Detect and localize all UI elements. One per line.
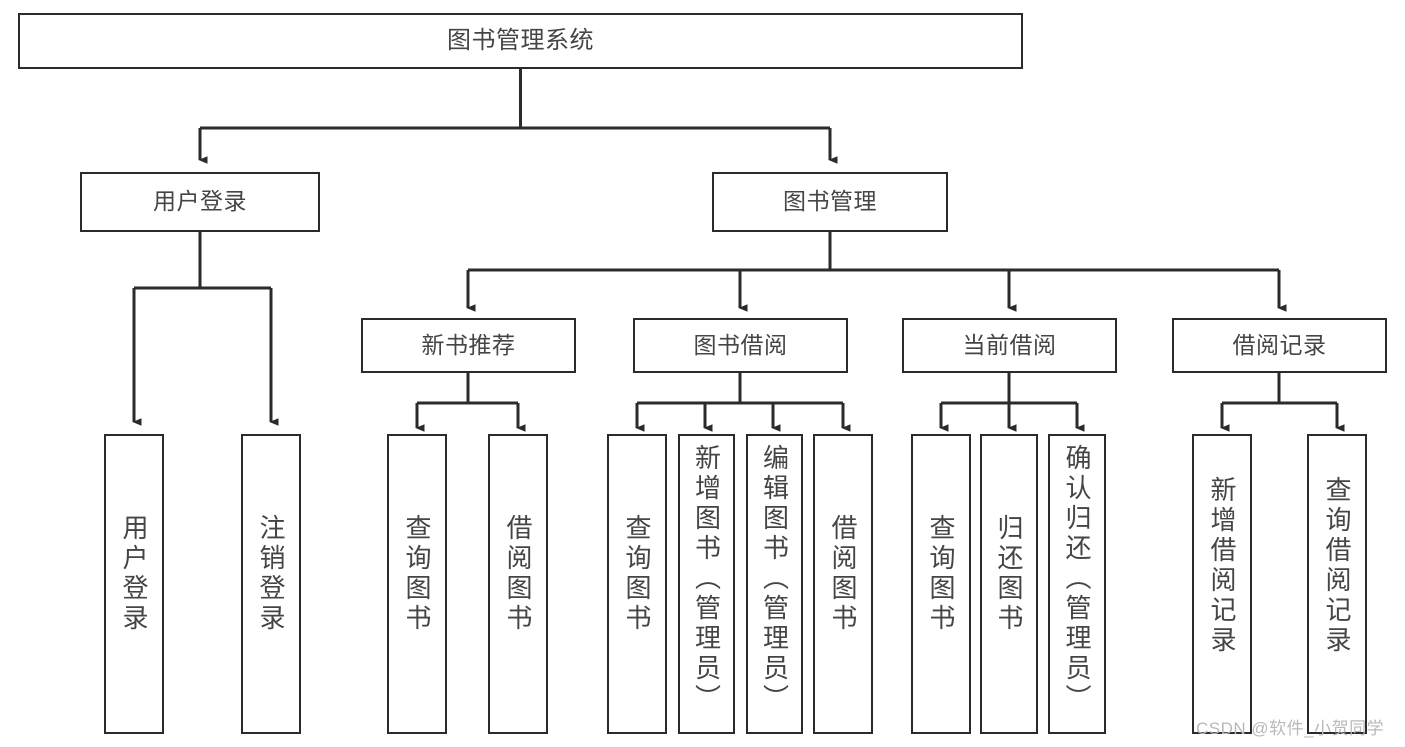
node-leaf-logout-login[interactable]: 注销登录 — [241, 434, 301, 734]
node-label: 借阅图书 — [503, 514, 533, 634]
node-book-management[interactable]: 图书管理 — [712, 172, 948, 232]
node-leaf-query-record[interactable]: 查询借阅记录 — [1307, 434, 1367, 734]
node-leaf-user-login[interactable]: 用户登录 — [104, 434, 164, 734]
node-label: 查询图书 — [926, 514, 956, 634]
node-label: 注销登录 — [256, 514, 286, 634]
node-new-book-recommend[interactable]: 新书推荐 — [361, 318, 576, 373]
node-label: 图书管理系统 — [447, 26, 594, 54]
node-label: 用户登录 — [119, 514, 149, 634]
node-leaf-return-book[interactable]: 归还图书 — [980, 434, 1038, 734]
node-label: 查询图书 — [402, 514, 432, 634]
node-borrow-record[interactable]: 借阅记录 — [1172, 318, 1387, 373]
node-label: 查询借阅记录 — [1322, 476, 1352, 656]
node-leaf-edit-book[interactable]: 编辑图书（管理员） — [746, 434, 803, 734]
node-root-system[interactable]: 图书管理系统 — [18, 13, 1023, 69]
node-label: 图书管理 — [783, 188, 877, 215]
node-leaf-confirm-return[interactable]: 确认归还（管理员） — [1048, 434, 1106, 734]
node-leaf-add-book[interactable]: 新增图书（管理员） — [678, 434, 735, 734]
node-label: 用户登录 — [153, 188, 247, 215]
node-label: 借阅记录 — [1232, 331, 1327, 358]
node-current-borrow[interactable]: 当前借阅 — [902, 318, 1117, 373]
node-leaf-borrow-book-1[interactable]: 借阅图书 — [488, 434, 548, 734]
node-label: 图书借阅 — [693, 331, 788, 358]
node-label: 查询图书 — [622, 514, 652, 634]
node-label: 编辑图书（管理员） — [759, 444, 790, 714]
watermark-text: CSDN @软件_小贺同学 — [1196, 719, 1385, 738]
node-book-borrow[interactable]: 图书借阅 — [633, 318, 848, 373]
node-label: 新书推荐 — [421, 331, 516, 358]
node-label: 新增图书（管理员） — [691, 444, 722, 714]
node-label: 当前借阅 — [962, 331, 1057, 358]
node-label: 新增借阅记录 — [1207, 476, 1237, 656]
node-leaf-borrow-book-2[interactable]: 借阅图书 — [813, 434, 873, 734]
node-label: 确认归还（管理员） — [1062, 444, 1092, 714]
node-leaf-query-book-1[interactable]: 查询图书 — [387, 434, 447, 734]
node-leaf-query-book-3[interactable]: 查询图书 — [911, 434, 971, 734]
node-leaf-query-book-2[interactable]: 查询图书 — [607, 434, 667, 734]
node-label: 借阅图书 — [828, 514, 858, 634]
node-leaf-add-record[interactable]: 新增借阅记录 — [1192, 434, 1252, 734]
node-label: 归还图书 — [994, 514, 1024, 634]
node-user-login[interactable]: 用户登录 — [80, 172, 320, 232]
